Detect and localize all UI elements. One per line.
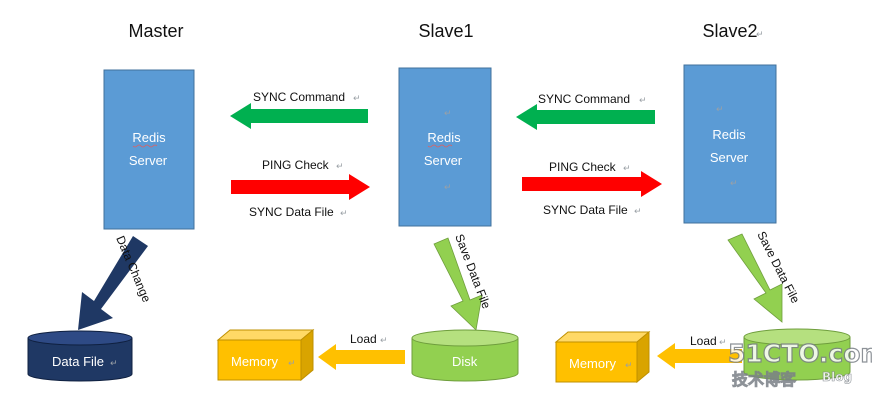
slave2-server-line1: Redis	[712, 127, 746, 142]
load-label-2: Load	[690, 334, 717, 348]
svg-text:↵: ↵	[623, 163, 631, 173]
data-file-label: Data File	[52, 354, 104, 369]
save-data-file-arrow-2	[727, 233, 783, 323]
master-server-line1: Redis	[132, 130, 166, 145]
slave1-title: Slave1	[418, 21, 473, 41]
watermark: 51CTO.com 技术博客 Blog	[727, 338, 872, 389]
memory-label-2: Memory	[569, 356, 616, 371]
watermark-sub-en: Blog	[822, 370, 852, 384]
svg-text:↵: ↵	[444, 108, 452, 118]
slave1-server-line1: Redis	[427, 130, 461, 145]
load-arrow-2	[657, 343, 742, 369]
svg-text:↵: ↵	[380, 335, 388, 345]
slave2-server: ↵ Redis Server ↵	[683, 64, 777, 224]
data-change-arrow	[78, 236, 148, 330]
ping-check-arrow-1	[231, 174, 370, 200]
data-file-cylinder: Data File ↵	[27, 330, 133, 382]
disk-label: Disk	[452, 354, 478, 369]
disk-cylinder: Disk	[411, 329, 519, 382]
sync-command-arrow-1	[230, 103, 368, 129]
svg-text:↵: ↵	[340, 208, 348, 218]
load-label-1: Load	[350, 332, 377, 346]
watermark-main: 51CTO.com	[728, 339, 872, 368]
svg-text:↵: ↵	[730, 178, 738, 188]
load-arrow-1	[318, 344, 405, 370]
master-server: Redis Server	[103, 69, 195, 230]
svg-text:↵: ↵	[353, 93, 361, 103]
master-server-line2: Server	[129, 153, 168, 168]
slave2-server-line2: Server	[710, 150, 749, 165]
paragraph-mark: ↵	[756, 29, 764, 39]
svg-text:↵: ↵	[444, 182, 452, 192]
svg-text:↵: ↵	[288, 358, 296, 368]
ping-check-arrow-2	[522, 171, 662, 197]
slave2-disk-cylinder	[743, 328, 851, 381]
sync-data-file-label-1: SYNC Data File	[249, 205, 334, 219]
sync-command-label-2: SYNC Command	[538, 92, 630, 106]
svg-text:↵: ↵	[625, 360, 633, 370]
svg-text:↵: ↵	[336, 161, 344, 171]
ping-check-label-2: PING Check	[549, 160, 617, 174]
memory-label-1: Memory	[231, 354, 278, 369]
svg-text:↵: ↵	[110, 358, 118, 368]
slave2-title: Slave2	[702, 21, 757, 41]
svg-text:↵: ↵	[634, 206, 642, 216]
sync-data-file-label-2: SYNC Data File	[543, 203, 628, 217]
memory-cube-2: Memory ↵	[554, 330, 651, 384]
watermark-sub-cn: 技术博客	[732, 370, 797, 389]
save-data-file-arrow-1	[433, 237, 483, 331]
svg-text:↵: ↵	[719, 337, 727, 347]
slave1-server-line2: Server	[424, 153, 463, 168]
memory-cube-1: Memory ↵	[216, 328, 315, 382]
slave1-server: ↵ Redis Server ↵	[398, 67, 492, 227]
sync-command-arrow-2	[516, 104, 655, 130]
svg-text:↵: ↵	[639, 95, 647, 105]
sync-command-label-1: SYNC Command	[253, 90, 345, 104]
master-title: Master	[128, 21, 183, 41]
svg-text:↵: ↵	[716, 104, 724, 114]
ping-check-label-1: PING Check	[262, 158, 330, 172]
